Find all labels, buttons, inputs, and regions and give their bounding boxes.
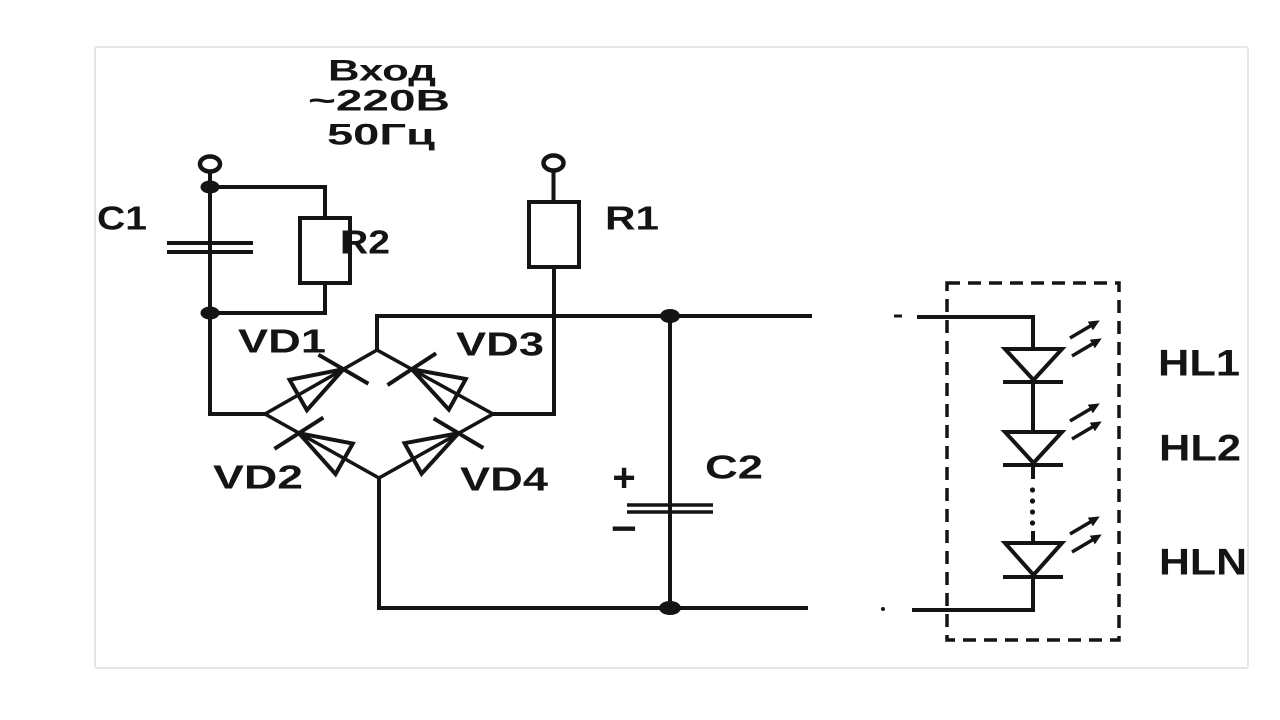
label-c2-plus: + [612,456,635,500]
diode-triangle [401,430,464,478]
label-vd3: VD3 [456,326,544,363]
junction-dot [659,601,681,615]
led-emission-arrow [1071,338,1102,358]
diode-triangle [293,430,356,478]
ac-terminal-left [197,154,223,174]
label-c1: C1 [97,200,147,237]
led-triangle [1000,430,1067,466]
led-module-dashed-box [945,281,1121,642]
led-emission-arrow [1071,421,1102,441]
led-hln-symbol [1000,516,1102,579]
label-r2: R2 [340,224,390,261]
diode-vd2-symbol [273,415,356,478]
label-hl2: HL2 [1159,428,1241,469]
diode-triangle [406,366,469,414]
label-hln: HLN [1159,542,1247,583]
label-c2-minus: − [611,507,637,551]
capacitor-c1-symbol [167,241,253,254]
led-emission-arrow [1071,534,1102,554]
wire-r2-top [210,185,327,218]
led-emission-arrow [1069,320,1100,340]
wire-r2-bottom [210,283,327,315]
diode-cathode-bar [317,352,370,386]
diode-cathode-bar [273,415,325,451]
wire-led-return [912,577,1035,612]
diode-vd4-symbol [401,416,485,478]
resistor-r1-symbol [527,200,581,269]
led-triangle [1000,541,1067,579]
label-vd1: VD1 [238,323,326,360]
diode-cathode-bar [386,351,438,387]
led-hl2-symbol [1000,403,1102,467]
led-hl1-symbol [1000,320,1102,384]
led-emission-arrow [1069,403,1100,423]
label-vd2: VD2 [213,459,303,496]
led-triangle [1000,347,1067,383]
diode-cathode-bar [432,416,485,450]
resistor-r2-symbol [298,216,352,285]
diode-triangle [286,366,349,414]
wire-speck-bottom [881,607,885,611]
diode-vd1-symbol [286,352,370,414]
led-emission-arrow [1069,516,1100,536]
diode-vd3-symbol [386,351,469,414]
ac-terminal-right [541,153,566,173]
junction-dot [200,306,220,320]
junction-dot [200,180,220,194]
junction-dot [660,309,680,323]
wire-led-feed [917,315,1035,349]
label-input-voltage: ~220В [308,85,450,118]
label-c2: C2 [705,449,763,486]
label-vd4: VD4 [460,461,549,498]
label-input-title: Вход [328,55,436,88]
label-hl1: HL1 [1158,343,1240,384]
led-chain-ellipsis [1029,487,1036,526]
capacitor-c2-symbol [627,503,713,514]
label-r1: R1 [605,200,659,237]
label-input-frequency: 50Гц [327,119,436,152]
junction-dots [200,180,885,615]
